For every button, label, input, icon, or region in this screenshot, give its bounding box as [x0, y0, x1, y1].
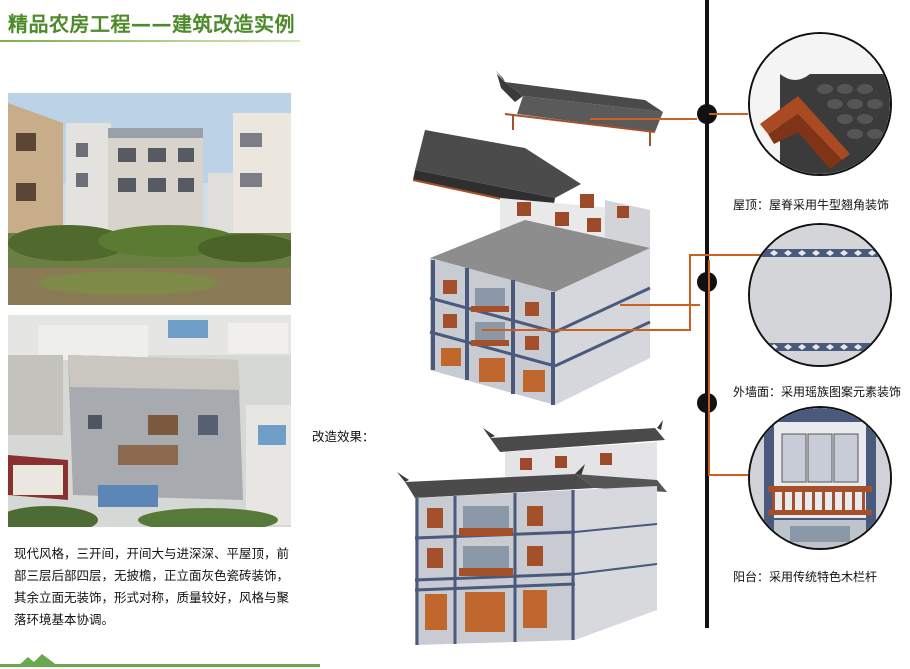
- photo-aerial-view: [8, 315, 291, 527]
- title-underline: [0, 40, 300, 42]
- roof-ridge-detail-icon: [748, 32, 892, 176]
- description-line: 现代风格，三开间，开间大与进深深、平屋顶，前: [14, 546, 290, 561]
- balcony-railing-detail-icon: [748, 406, 892, 550]
- description-line: 部三层后部四层，无披檐，正立面灰色瓷砖装饰，: [14, 568, 290, 583]
- exploded-model-illustration: [405, 70, 675, 410]
- description-line: 落环境基本协调。: [14, 612, 115, 627]
- renovated-model-illustration: [395, 420, 675, 650]
- page-title: 精品农房工程——建筑改造实例: [8, 12, 295, 36]
- description-text: 现代风格，三开间，开间大与进深深、平屋顶，前 部三层后部四层，无披檐，正立面灰色…: [14, 543, 298, 631]
- wall-caption: 外墙面：采用瑶族图案元素装饰: [733, 385, 902, 399]
- balcony-caption: 阳台：采用传统特色木栏杆: [733, 570, 878, 584]
- callout-dot-wall: [697, 272, 717, 292]
- divider-line: [705, 0, 709, 628]
- roof-caption: 屋顶：屋脊采用牛型翘角装饰: [733, 198, 890, 212]
- wall-pattern-detail-icon: [748, 223, 892, 367]
- footer-rule: [0, 664, 320, 667]
- photo-street-view: [8, 93, 291, 305]
- callout-dot-roof: [697, 104, 717, 124]
- description-line: 其余立面无装饰，形式对称，质量较好，风格与聚: [14, 590, 290, 605]
- mountain-logo-icon: [18, 654, 58, 666]
- result-label: 改造效果：: [312, 429, 375, 444]
- callout-dot-balcony: [697, 393, 717, 413]
